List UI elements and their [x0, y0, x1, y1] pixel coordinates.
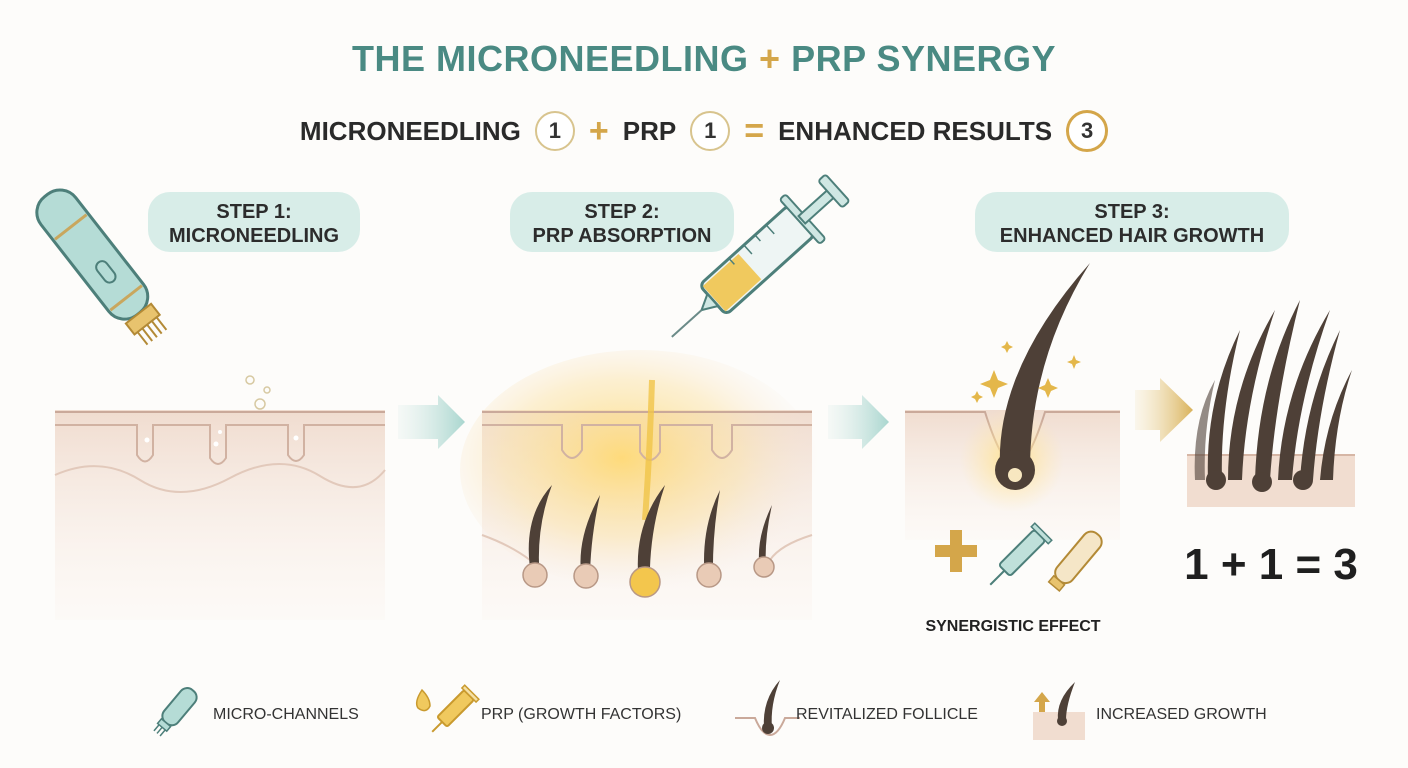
step1-label: MICRONEEDLING — [169, 225, 339, 247]
step2-label: PRP ABSORPTION — [532, 225, 712, 247]
step2-pill: STEP 2: PRP ABSORPTION — [510, 192, 734, 252]
legend-label-micro-channels: MICRO-CHANNELS — [213, 706, 359, 723]
title-plus: + — [759, 38, 781, 79]
step3-pill: STEP 3: ENHANCED HAIR GROWTH — [975, 192, 1289, 252]
synergistic-effect-label: SYNERGISTIC EFFECT — [925, 618, 1101, 635]
step3-number: STEP 3: — [1094, 201, 1170, 223]
title-part2: PRP SYNERGY — [791, 38, 1056, 79]
prp-syringe-icon — [671, 174, 850, 338]
synergy-plus-icon — [935, 530, 977, 572]
equation-plus: + — [588, 111, 609, 150]
arrow-to-result — [1135, 378, 1193, 442]
equation-number-3: 3 — [1066, 110, 1109, 152]
equation-number-2: 1 — [690, 111, 731, 151]
equation-number-1: 1 — [534, 111, 575, 151]
legend-label-growth: INCREASED GROWTH — [1096, 706, 1267, 723]
legend-follicle-icon — [735, 680, 800, 737]
page-title: THE MICRONEEDLING + PRP SYNERGY — [0, 38, 1408, 80]
arrow-step2-to-step3 — [828, 395, 889, 449]
microneedling-pen-icon — [35, 188, 271, 410]
skin-block-step2 — [460, 350, 820, 620]
mini-pen-icon — [1047, 530, 1103, 593]
step1-number: STEP 1: — [216, 201, 292, 223]
title-part1: THE MICRONEEDLING — [352, 38, 749, 79]
equation-equals: = — [744, 111, 765, 150]
step3-label: ENHANCED HAIR GROWTH — [999, 225, 1265, 247]
legend-prp-syringe-icon — [415, 684, 480, 733]
step1-pill: STEP 1: MICRONEEDLING — [148, 192, 360, 252]
legend-label-prp: PRP (GROWTH FACTORS) — [481, 706, 682, 723]
skin-block-step3 — [905, 263, 1120, 593]
skin-block-step1 — [54, 410, 386, 620]
legend-label-follicle: REVITALIZED FOLLICLE — [796, 706, 978, 723]
step2-number: STEP 2: — [584, 201, 660, 223]
result-hair-block — [1187, 300, 1355, 507]
equation-term-results: ENHANCED RESULTS — [778, 115, 1053, 146]
sparkle-icons — [971, 341, 1081, 403]
mini-syringe-icon — [989, 522, 1053, 586]
arrow-step1-to-step2 — [398, 395, 465, 449]
legend-microneedling-pen-icon — [153, 687, 198, 737]
legend-growth-arrow-icon — [1033, 682, 1085, 740]
equation-term-microneedling: MICRONEEDLING — [299, 115, 521, 146]
synergy-equation: MICRONEEDLING 1 + PRP 1 = ENHANCED RESUL… — [0, 110, 1408, 152]
result-formula: 1 + 1 = 3 — [1184, 540, 1358, 589]
equation-term-prp: PRP — [622, 115, 677, 146]
revitalized-hair — [999, 263, 1090, 470]
